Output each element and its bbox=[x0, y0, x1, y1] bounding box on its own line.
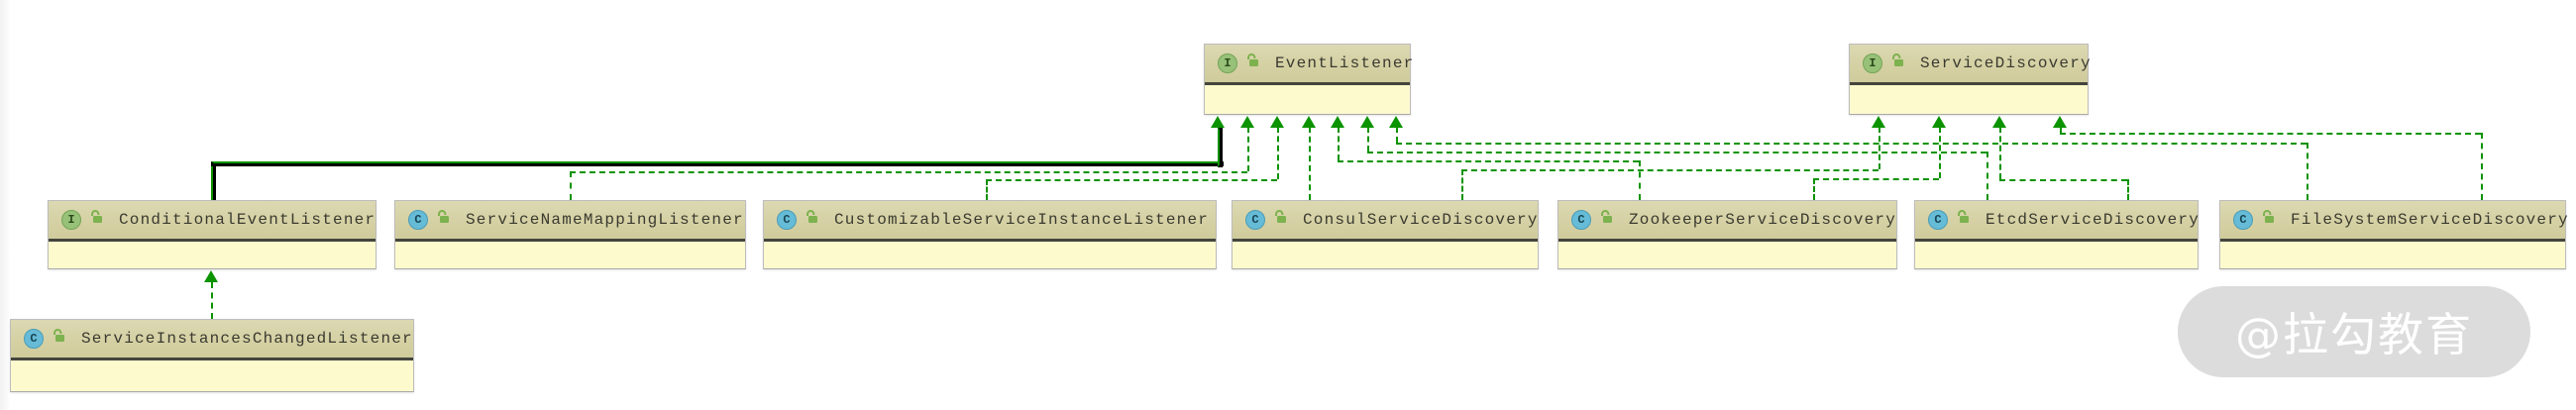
edge-customizable-to-eventlistener-segment bbox=[986, 179, 988, 200]
unlock-icon bbox=[1244, 52, 1260, 73]
edge-servicenamemapping-to-eventlistener-segment bbox=[570, 171, 572, 200]
node-header: C FileSystemServiceDiscovery bbox=[2220, 201, 2568, 242]
edge-etcd-to-eventlistener-segment bbox=[1367, 152, 1986, 154]
watermark-text: @拉勾教育 bbox=[2235, 308, 2473, 361]
edge-filesystem-to-eventlistener-segment bbox=[2307, 143, 2308, 200]
unlock-icon bbox=[1598, 209, 1614, 230]
edge-consul-to-eventlistener-arrowhead bbox=[1302, 116, 1316, 128]
class-icon: C bbox=[777, 210, 797, 230]
edge-consul-to-servicediscovery-arrowhead bbox=[1872, 116, 1885, 128]
node-title: ServiceDiscovery bbox=[1920, 54, 2092, 72]
node-title: ZookeeperServiceDiscovery bbox=[1629, 211, 1897, 229]
edge-conditional-to-eventlistener-segment bbox=[211, 161, 1224, 166]
node-header: I EventListener bbox=[1205, 45, 1413, 85]
edge-filesystem-to-eventlistener-segment bbox=[1396, 127, 1398, 143]
class-node-etcd-service-discovery[interactable]: C EtcdServiceDiscovery bbox=[1914, 200, 2199, 269]
canvas-left-edge-strip bbox=[0, 0, 9, 410]
node-header: C CustomizableServiceInstanceListener bbox=[764, 201, 1216, 242]
unlock-icon bbox=[88, 209, 104, 230]
unlock-icon bbox=[2260, 209, 2276, 230]
unlock-icon bbox=[1955, 209, 1971, 230]
node-header: I ConditionalEventListener bbox=[49, 201, 376, 242]
watermark-badge: @拉勾教育 bbox=[2178, 286, 2530, 377]
edge-zookeeper-to-eventlistener-segment bbox=[1639, 160, 1641, 200]
edge-serviceinstanceschanged-to-conditional-segment bbox=[211, 282, 213, 319]
edge-consul-to-servicediscovery-segment bbox=[1461, 169, 1878, 171]
class-node-file-system-service-discovery[interactable]: C FileSystemServiceDiscovery bbox=[2219, 200, 2568, 269]
edge-conditional-to-eventlistener-arrowhead bbox=[1211, 116, 1225, 128]
class-node-zookeeper-service-discovery[interactable]: C ZookeeperServiceDiscovery bbox=[1557, 200, 1897, 269]
edge-conditional-to-eventlistener-segment bbox=[1218, 127, 1223, 167]
edge-etcd-to-servicediscovery-segment bbox=[2127, 179, 2129, 200]
node-header: C ServiceInstancesChangedListener bbox=[11, 320, 413, 360]
edge-etcd-to-eventlistener-segment bbox=[1367, 127, 1369, 152]
class-node-service-discovery[interactable]: I ServiceDiscovery bbox=[1849, 44, 2091, 115]
edge-consul-to-eventlistener-segment bbox=[1309, 127, 1311, 200]
node-title: ConsulServiceDiscovery bbox=[1303, 211, 1539, 229]
edge-customizable-to-eventlistener-arrowhead bbox=[1270, 116, 1284, 128]
edge-filesystem-to-servicediscovery-segment bbox=[2060, 133, 2481, 135]
edge-filesystem-to-servicediscovery-segment bbox=[2060, 127, 2062, 133]
unlock-icon bbox=[51, 328, 66, 349]
edge-filesystem-to-eventlistener-arrowhead bbox=[1389, 116, 1403, 128]
class-node-service-instances-changed-listener[interactable]: C ServiceInstancesChangedListener bbox=[10, 319, 414, 392]
edge-zookeeper-to-eventlistener-segment bbox=[1338, 127, 1340, 160]
edge-filesystem-to-eventlistener-segment bbox=[1396, 143, 2307, 145]
class-icon: C bbox=[1928, 210, 1948, 230]
node-title: FileSystemServiceDiscovery bbox=[2291, 211, 2569, 229]
class-icon: C bbox=[1245, 210, 1265, 230]
node-title: EventListener bbox=[1275, 54, 1415, 72]
edge-zookeeper-to-servicediscovery-segment bbox=[1939, 127, 1941, 178]
class-node-customizable-service-instance-listener[interactable]: C CustomizableServiceInstanceListener bbox=[763, 200, 1217, 269]
edge-zookeeper-to-servicediscovery-segment bbox=[1813, 178, 1815, 200]
edge-etcd-to-servicediscovery-segment bbox=[1999, 179, 2127, 181]
interface-icon: I bbox=[1218, 53, 1237, 73]
unlock-icon bbox=[1272, 209, 1288, 230]
edge-customizable-to-eventlistener-segment bbox=[1277, 127, 1279, 179]
class-icon: C bbox=[2233, 210, 2253, 230]
edge-serviceinstanceschanged-to-conditional-arrowhead bbox=[204, 270, 218, 282]
node-title: ServiceNameMappingListener bbox=[466, 211, 744, 229]
class-node-event-listener[interactable]: I EventListener bbox=[1204, 44, 1413, 115]
unlock-icon bbox=[435, 209, 451, 230]
edge-etcd-to-servicediscovery-arrowhead bbox=[1992, 116, 2006, 128]
edge-consul-to-servicediscovery-segment bbox=[1878, 127, 1880, 169]
edge-customizable-to-eventlistener-segment bbox=[986, 179, 1277, 181]
edge-servicenamemapping-to-eventlistener-segment bbox=[570, 171, 1247, 173]
node-title: EtcdServiceDiscovery bbox=[1986, 211, 2200, 229]
class-node-consul-service-discovery[interactable]: C ConsulServiceDiscovery bbox=[1232, 200, 1539, 269]
edge-servicenamemapping-to-eventlistener-segment bbox=[1247, 127, 1249, 171]
edge-zookeeper-to-servicediscovery-arrowhead bbox=[1932, 116, 1946, 128]
edge-consul-to-servicediscovery-segment bbox=[1461, 169, 1463, 200]
interface-icon: I bbox=[61, 210, 81, 230]
class-icon: C bbox=[408, 210, 428, 230]
edge-etcd-to-servicediscovery-segment bbox=[1999, 127, 2001, 179]
node-header: C EtcdServiceDiscovery bbox=[1915, 201, 2200, 242]
node-title: CustomizableServiceInstanceListener bbox=[834, 211, 1210, 229]
edge-zookeeper-to-servicediscovery-segment bbox=[1813, 178, 1939, 180]
class-icon: C bbox=[24, 329, 44, 349]
interface-icon: I bbox=[1863, 53, 1882, 73]
node-header: C ConsulServiceDiscovery bbox=[1233, 201, 1538, 242]
edge-zookeeper-to-eventlistener-arrowhead bbox=[1331, 116, 1344, 128]
edge-etcd-to-eventlistener-segment bbox=[1986, 152, 1988, 200]
edge-filesystem-to-servicediscovery-segment bbox=[2481, 133, 2483, 200]
node-title: ServiceInstancesChangedListener bbox=[81, 330, 413, 348]
node-header: C ZookeeperServiceDiscovery bbox=[1558, 201, 1896, 242]
class-node-service-name-mapping-listener[interactable]: C ServiceNameMappingListener bbox=[394, 200, 746, 269]
node-header: I ServiceDiscovery bbox=[1850, 45, 2091, 85]
unlock-icon bbox=[804, 209, 819, 230]
node-header: C ServiceNameMappingListener bbox=[395, 201, 745, 242]
edge-servicenamemapping-to-eventlistener-arrowhead bbox=[1240, 116, 1254, 128]
edge-zookeeper-to-eventlistener-segment bbox=[1338, 160, 1639, 162]
class-icon: C bbox=[1571, 210, 1591, 230]
edge-filesystem-to-servicediscovery-arrowhead bbox=[2053, 116, 2067, 128]
class-node-conditional-event-listener[interactable]: I ConditionalEventListener bbox=[48, 200, 376, 269]
edge-etcd-to-eventlistener-arrowhead bbox=[1360, 116, 1374, 128]
node-title: ConditionalEventListener bbox=[119, 211, 376, 229]
unlock-icon bbox=[1889, 52, 1905, 73]
